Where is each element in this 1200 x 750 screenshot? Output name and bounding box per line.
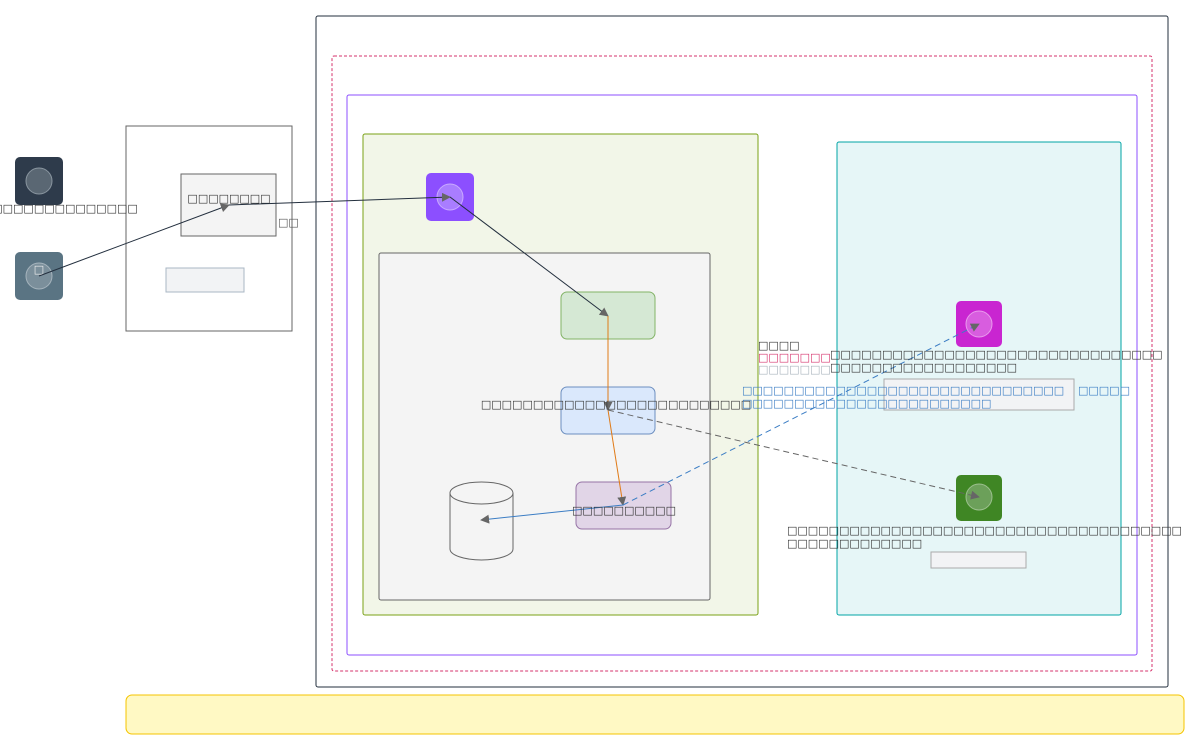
edge-service-to-green xyxy=(449,196,609,317)
right-box[interactable] xyxy=(883,378,1075,411)
edge-user-to-box xyxy=(38,203,230,277)
blue-node-label: □□□□□□□□□□□□□□□□□□□□□□□□□□ xyxy=(481,398,751,411)
inner-group xyxy=(378,252,711,601)
user-icon-glyph-label: □ xyxy=(34,263,44,276)
edge-label-grey: □□□□□□□ xyxy=(758,363,831,376)
green-icon-label: □□□□□□□□□□□□□□□□□□□□□□□□□□□□□□□□□□□□□□□□… xyxy=(787,524,1182,550)
region-group xyxy=(331,55,1153,672)
left-box-side-label: □□ xyxy=(278,216,299,229)
right-small-box[interactable] xyxy=(930,551,1027,569)
note-bar xyxy=(125,694,1185,735)
user-icon-label: □□□□□□□□□□□□□□ xyxy=(0,202,138,215)
edge-label-pink: □□□□□□□ xyxy=(758,351,831,364)
magenta-icon-label: □□□□□□□□□□□□□□□□□□□□□□□□□□□□□□□□□□□□□□□□… xyxy=(830,348,1163,374)
blue-short-label: □□□□□ xyxy=(1078,384,1130,397)
edges xyxy=(38,192,980,524)
vpc-group xyxy=(346,94,1138,656)
service-icon-glyph xyxy=(965,310,993,338)
purple-node-label: □□□□□□□□□□ xyxy=(572,504,676,517)
edge-box-to-service xyxy=(228,192,451,206)
edge-blue-to-purple xyxy=(607,409,627,506)
database-cylinder-icon[interactable] xyxy=(449,481,514,561)
left-small-box[interactable] xyxy=(165,267,245,293)
blue-long-label: □□□□□□□□□□□□□□□□□□□□□□□□□□□□□□□□□□□□□□□□… xyxy=(742,384,1065,410)
edge-blue-to-green-icon xyxy=(607,409,980,500)
user-icon-glyph xyxy=(25,167,53,195)
edge-purple-to-db xyxy=(480,504,624,524)
edge-label-dark: □□□□ xyxy=(758,339,800,352)
left-box-label: □□□□□□□□ xyxy=(187,192,270,205)
edge-purple-to-magenta xyxy=(622,323,980,506)
